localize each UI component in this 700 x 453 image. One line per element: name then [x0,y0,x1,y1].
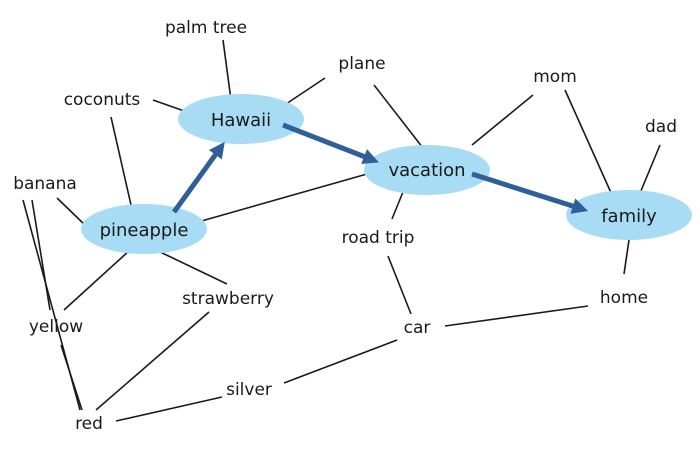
line-plane-vacation [373,84,424,149]
banana-label: banana [13,174,77,194]
pineapple-ellipse [81,204,207,254]
line-home-car [444,305,589,327]
family-label: family [601,206,657,227]
line-mom-family [564,89,613,196]
dad-label: dad [645,117,677,137]
arrow-pineapple-to-hawaii [171,141,225,214]
strawberry-label: strawberry [182,289,274,309]
red-label: red [75,414,103,434]
line-banana-yellow [31,199,51,311]
mom-label: mom [533,67,577,87]
silver-label: silver [226,380,272,400]
arrow-hawaii-to-vacation [282,122,379,164]
line-yellow-red [60,344,83,411]
line-mom-vacation [471,94,534,146]
hub-ellipses [81,94,692,254]
coconuts-label: coconuts [64,90,141,110]
line-banana-pineapple [56,197,86,226]
line-car-silver [283,339,398,384]
line-pineapple-strawberry [155,249,228,285]
line-plane-hawaii [282,77,326,107]
line-dad-family [637,144,661,199]
line-pineapple-yellow [63,249,131,311]
line-strawberry-red [95,311,210,411]
plane-label: plane [338,54,385,74]
line-coconuts-pineapple [110,116,132,206]
car-label: car [404,318,431,338]
pineapple-label: pineapple [100,220,189,241]
line-family-home [623,239,630,275]
hawaii-label: Hawaii [211,110,271,131]
association-lines [22,39,661,422]
vacation-ellipse [364,145,490,195]
line-roadtrip-car [387,255,412,315]
palm-tree-label: palm tree [165,18,247,38]
line-silver-red [115,396,223,422]
family-ellipse [566,190,692,240]
arrow-vacation-to-family [471,171,589,214]
path-arrows [171,122,589,214]
hawaii-ellipse [178,94,304,144]
home-label: home [600,288,648,308]
vacation-label: vacation [388,160,465,181]
road-trip-label: road trip [342,228,415,248]
line-palmtree-hawaii [222,39,232,101]
line-coconuts-hawaii [152,99,188,113]
yellow-label: yellow [29,317,83,337]
line-pineapple-vacation [197,173,368,223]
